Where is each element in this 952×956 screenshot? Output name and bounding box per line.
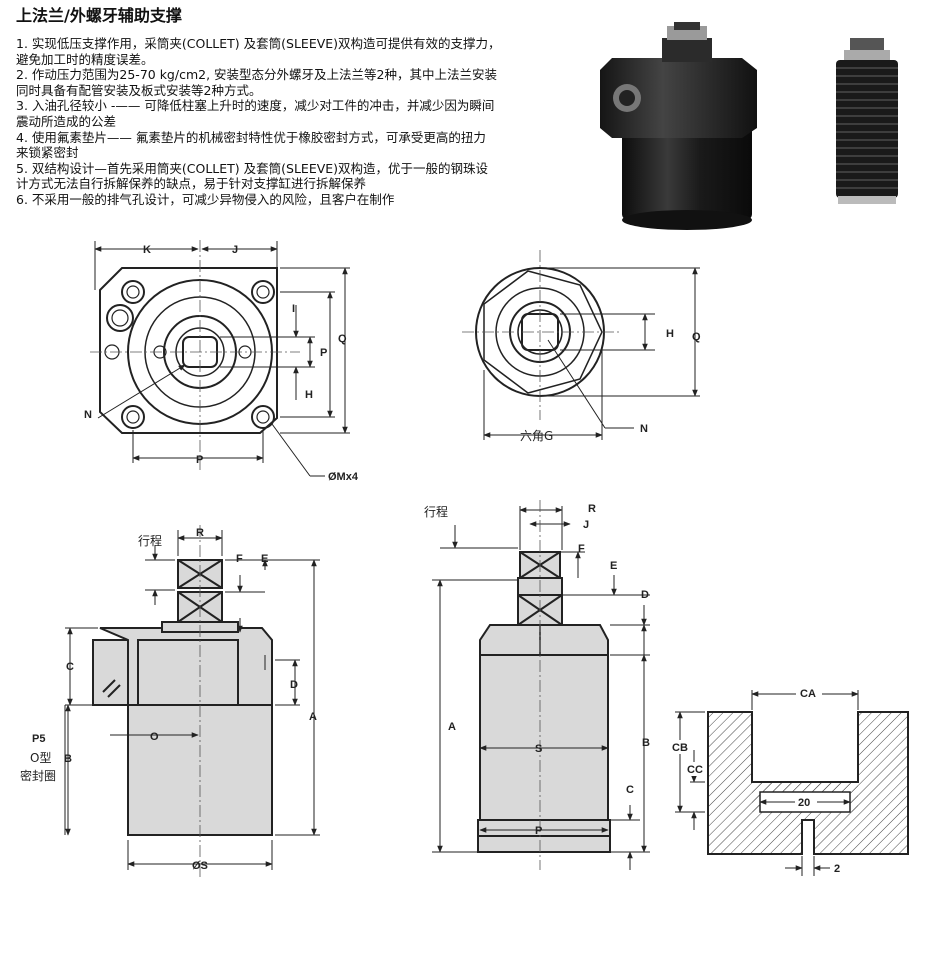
feature-line: 来锁紧密封 (16, 145, 79, 161)
dim-a-label-2: A (448, 721, 456, 733)
flange-dimension-labels: K J P I P Q H N ØMx4 (84, 244, 359, 483)
dim-f-label-2: F (578, 543, 585, 555)
dim-d-label: D (290, 679, 298, 691)
dim-n-label-2: N (640, 423, 648, 435)
dim-p-label-3: P (535, 825, 542, 837)
feature-line: 计方式无法自行拆解保养的缺点，易于针对支撑缸进行拆解保养 (16, 176, 367, 192)
flange-side-labels: R 行程 F E C D A O P5 B O型 密封圈 ØS (20, 527, 317, 872)
dim-k-label: K (143, 244, 151, 256)
dim-20-label: 20 (798, 797, 810, 809)
stroke-label: 行程 (138, 533, 162, 548)
dim-b-label: B (64, 753, 72, 765)
bolt-callout-label: ØMx4 (328, 471, 359, 483)
dim-c-label: C (66, 661, 74, 673)
dim-e-label-2: E (610, 560, 617, 572)
dim-h-label-2: H (666, 328, 674, 340)
feature-line: 2. 作动压力范围为25-70 kg/cm2, 安装型态分外螺牙及上法兰等2种，… (16, 67, 497, 83)
dim-e-label: E (261, 553, 268, 565)
feature-line: 3. 入油孔径较小 -—— 可降低柱塞上升时的速度，减少对工件的冲击，并减少因为… (16, 98, 495, 114)
feature-line: 5. 双结构设计—首先采用筒夹(COLLET) 及套筒(SLEEVE)双构造，优… (16, 160, 489, 176)
dim-j-label: J (232, 244, 238, 256)
threaded-top-labels: H Q 六角G N (520, 328, 701, 443)
feature-line: 1. 实现低压支撑作用，采筒夹(COLLET) 及套筒(SLEEVE)双构造可提… (16, 36, 501, 51)
dim-b-label-2: B (642, 737, 650, 749)
port-p5-label: P5 (32, 733, 45, 745)
dim-cc-label: CC (687, 764, 703, 776)
threaded-side-labels: 行程 R J F E D A B S C P (424, 503, 650, 837)
feature-line: 震动所造成的公差 (16, 113, 117, 129)
dim-f-label: F (236, 553, 243, 565)
dim-a-label: A (309, 711, 317, 723)
dim-n-label: N (84, 409, 92, 421)
feature-line: 同时具备有配管安装及板式安装等2种方式。 (16, 82, 262, 98)
dim-i-label: I (292, 303, 295, 315)
flange-top-view (99, 267, 278, 434)
dim-q-label-2: Q (692, 331, 701, 343)
dim-s-diameter-label: ØS (192, 860, 208, 872)
feature-line: 4. 使用氟素垫片—— 氟素垫片的机械密封特性优于橡胶密封方式，可承受更高的扭力 (16, 129, 486, 145)
dim-r-label-2: R (588, 503, 596, 515)
flange-support-photo (600, 22, 757, 230)
mounting-hole-section (707, 711, 909, 855)
feature-line: 避免加工时的精度误差。 (16, 51, 154, 67)
dim-r-label: R (196, 527, 204, 539)
page-title: 上法兰/外螺牙辅助支撑 (16, 6, 182, 25)
threaded-side-view (477, 551, 611, 853)
dim-ca-label: CA (800, 688, 816, 700)
dim-c-label-2: C (626, 784, 634, 796)
dim-p-label: P (196, 454, 203, 466)
dim-o-label: O (150, 731, 159, 743)
feature-line: 6. 不采用一般的排气孔设计，可减少异物侵入的风险，且客户在制作 (16, 191, 395, 207)
stroke-label-2: 行程 (424, 504, 448, 519)
dim-q-label: Q (338, 333, 347, 345)
dim-cb-label: CB (672, 742, 688, 754)
threaded-support-photo (836, 38, 898, 204)
mounting-hole-labels: CA CB CC 20 2 (668, 686, 840, 875)
dim-2-label: 2 (834, 863, 840, 875)
dim-d-label-2: D (641, 589, 649, 601)
hex-size-label: 六角G (520, 429, 553, 443)
dim-j-label-2: J (583, 519, 589, 531)
dim-p-label-side: P (320, 347, 327, 359)
oring-label-1: O型 (30, 751, 51, 765)
feature-list: 1. 实现低压支撑作用，采筒夹(COLLET) 及套筒(SLEEVE)双构造可提… (16, 36, 591, 208)
oring-label-2: 密封圈 (20, 768, 56, 783)
dim-s-label: S (535, 743, 542, 755)
flange-side-view (92, 559, 273, 836)
dim-h-label: H (305, 389, 313, 401)
